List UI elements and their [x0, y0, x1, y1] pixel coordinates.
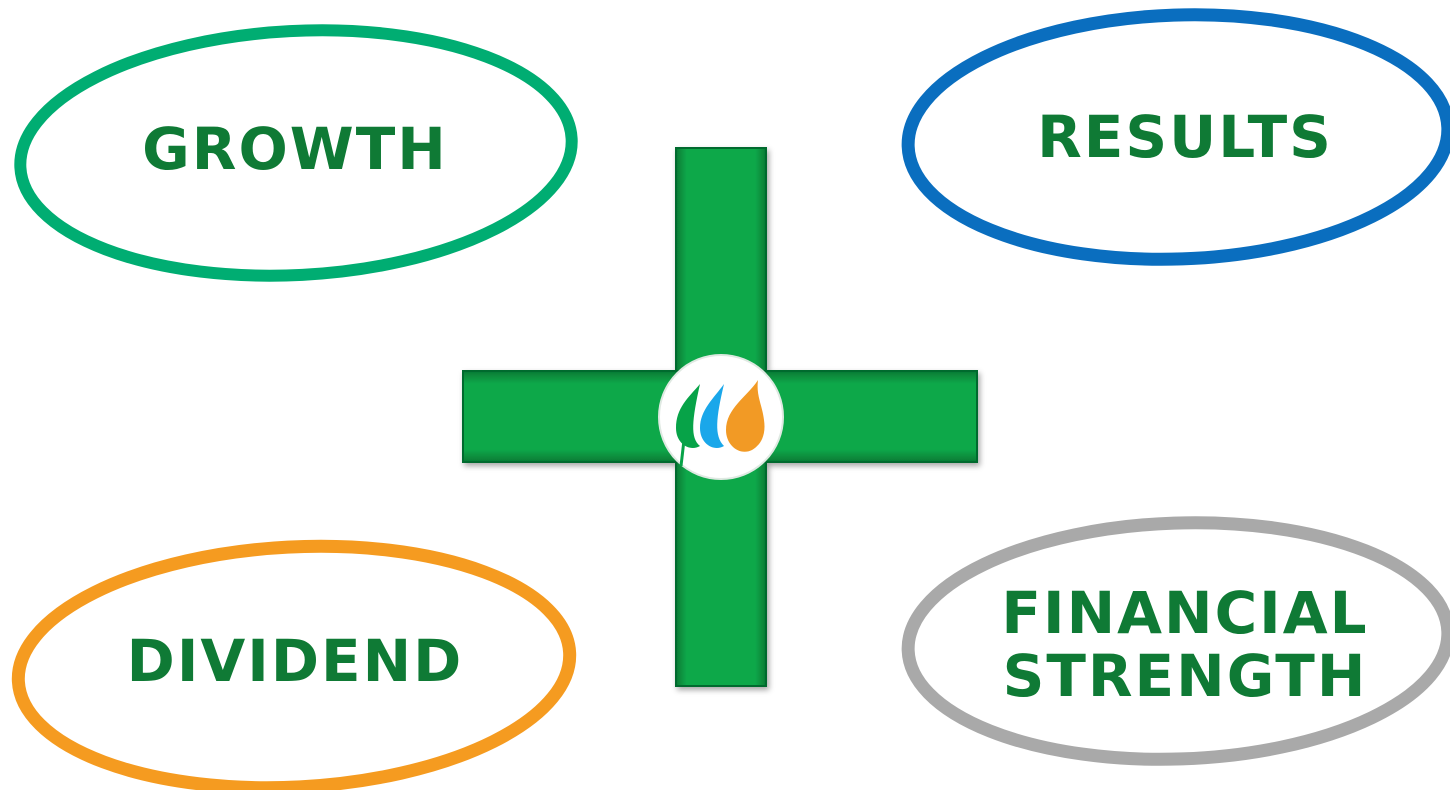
ring-dividend — [11, 539, 577, 790]
ring-results — [901, 8, 1450, 266]
ring-financial-strength — [901, 516, 1450, 766]
ring-growth — [14, 24, 578, 282]
leaf-drop-flame-logo-icon — [658, 354, 784, 480]
label-financial-strength-line-2: STRENGTH — [1002, 641, 1368, 710]
label-dividend: DIVIDEND — [126, 627, 464, 695]
label-financial-strength-line-1: FINANCIAL — [1001, 579, 1369, 647]
label-growth: GROWTH — [142, 115, 448, 183]
label-results: RESULTS — [1037, 103, 1333, 171]
label-financial-strength: FINANCIAL STRENGTH — [985, 582, 1385, 707]
